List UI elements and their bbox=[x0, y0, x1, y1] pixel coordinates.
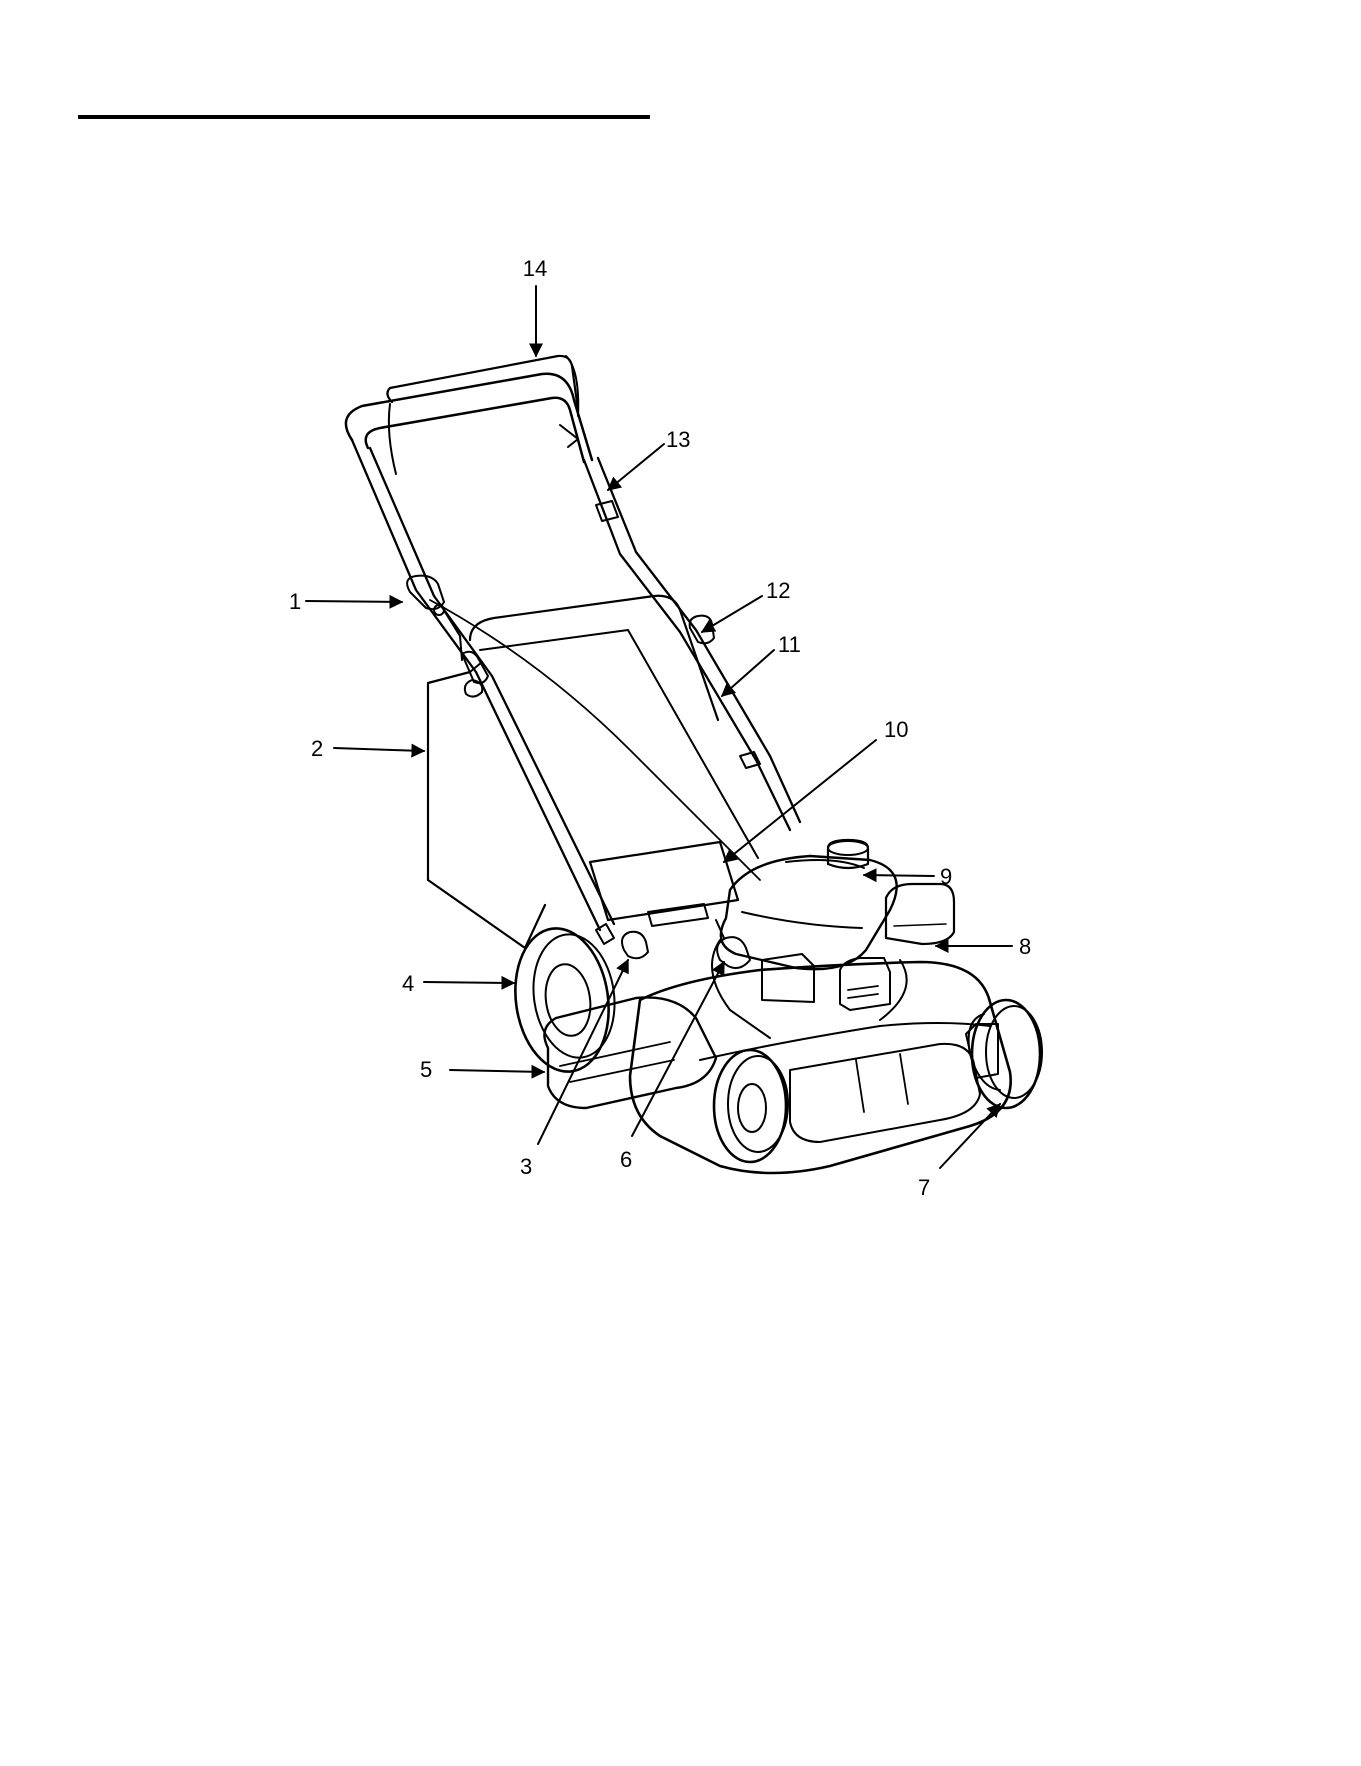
front-wheel-left bbox=[714, 1050, 788, 1162]
callout-14: 14 bbox=[523, 256, 547, 281]
callout-5: 5 bbox=[420, 1057, 432, 1082]
callout-4: 4 bbox=[402, 971, 414, 996]
bag-frame bbox=[470, 596, 758, 926]
mower-illustration bbox=[346, 356, 1042, 1173]
callout-8: 8 bbox=[1019, 934, 1031, 959]
callout-3: 3 bbox=[520, 1154, 532, 1179]
callout-2: 2 bbox=[311, 736, 323, 761]
handle-base-knob bbox=[596, 924, 648, 958]
grass-bag bbox=[428, 662, 545, 948]
callouts: 14 13 12 11 1 10 2 9 8 4 5 3 bbox=[289, 256, 1031, 1200]
engine bbox=[712, 840, 954, 1038]
callout-11: 11 bbox=[778, 632, 801, 657]
callout-12: 12 bbox=[766, 578, 790, 603]
callout-13: 13 bbox=[666, 427, 690, 452]
callout-10: 10 bbox=[884, 717, 908, 742]
callout-7: 7 bbox=[918, 1175, 930, 1200]
callout-6: 6 bbox=[620, 1147, 632, 1172]
callout-1: 1 bbox=[289, 589, 301, 614]
rear-wheel bbox=[506, 922, 622, 1077]
callout-9: 9 bbox=[940, 864, 952, 889]
left-handle-tube bbox=[352, 440, 614, 930]
upper-handle bbox=[346, 356, 592, 474]
